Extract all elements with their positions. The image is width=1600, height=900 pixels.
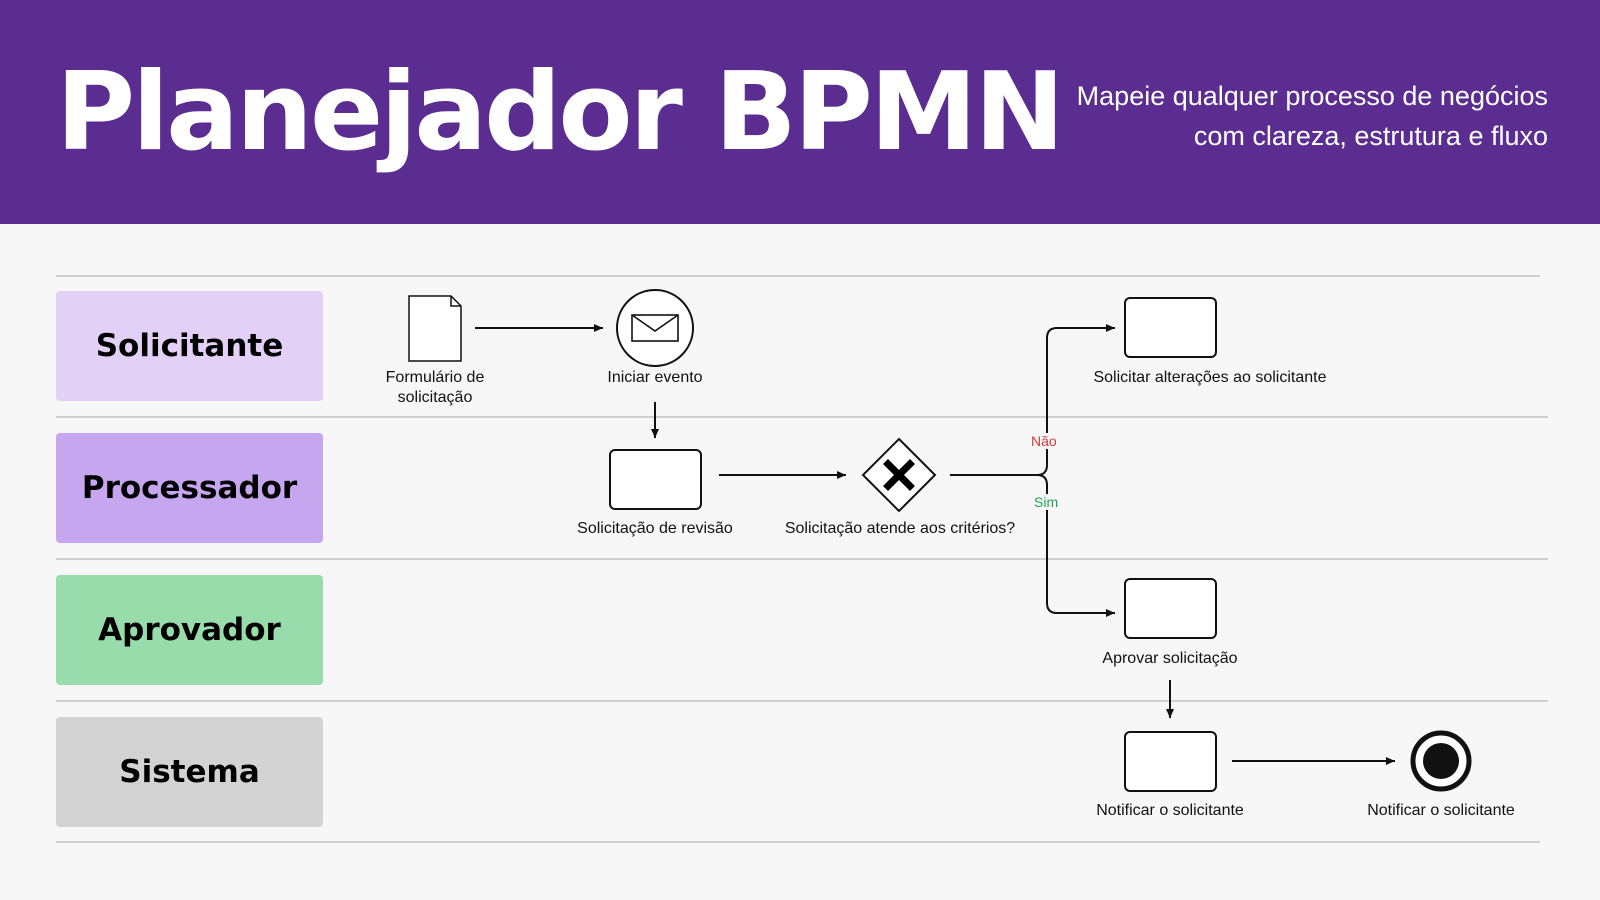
branch-label-no: Não bbox=[1031, 433, 1057, 449]
label-start-event: Iniciar evento bbox=[607, 369, 703, 386]
page-subtitle: Mapeie qualquer processo de negócios com… bbox=[1076, 81, 1548, 151]
lane-label-processador: Processador bbox=[56, 433, 323, 543]
end-event[interactable] bbox=[1410, 730, 1472, 792]
label-request-changes: Solicitar alterações ao solicitante bbox=[1093, 369, 1327, 386]
label-notify-requester: Notificar o solicitante bbox=[1096, 802, 1244, 819]
task-approve-request bbox=[1124, 578, 1217, 639]
document-icon[interactable] bbox=[408, 295, 462, 362]
label-criteria-gateway: Solicitação atende aos critérios? bbox=[784, 520, 1016, 537]
flow-gateway-no bbox=[950, 324, 1115, 476]
page-title: Planejador BPMN bbox=[56, 50, 1065, 175]
task-request-changes bbox=[1124, 297, 1217, 358]
task-notify-requester bbox=[1124, 731, 1217, 792]
x-icon bbox=[883, 459, 915, 491]
label-approve-request: Aprovar solicitação bbox=[1102, 650, 1238, 667]
label-review-request: Solicitação de revisão bbox=[577, 520, 733, 537]
label-end-event: Notificar o solicitante bbox=[1367, 802, 1515, 819]
branch-label-yes: Sim bbox=[1034, 494, 1059, 510]
lane-label-solicitante: Solicitante bbox=[56, 291, 323, 401]
lane-label-sistema: Sistema bbox=[56, 717, 323, 827]
start-event[interactable] bbox=[616, 289, 694, 367]
lane-label-aprovador: Aprovador bbox=[56, 575, 323, 685]
lane-dividers bbox=[56, 275, 1548, 843]
header-banner: Planejador BPMN Mapeie qualquer processo… bbox=[0, 0, 1600, 224]
exclusive-gateway[interactable] bbox=[861, 437, 937, 513]
label-request-form: Formulário de solicitação bbox=[385, 369, 485, 406]
envelope-icon bbox=[631, 314, 679, 342]
flow-gateway-yes bbox=[1036, 474, 1115, 617]
task-review-request bbox=[609, 449, 702, 510]
